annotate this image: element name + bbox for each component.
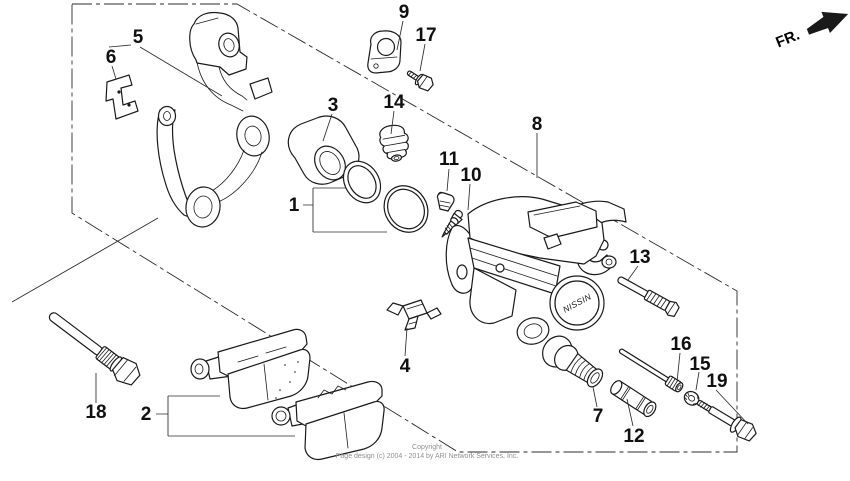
part-drawing-flange-bolt — [696, 400, 757, 442]
part-drawing-piston-boot — [379, 124, 409, 162]
part-label-15[interactable]: 15 — [689, 354, 711, 375]
part-drawing-clamp-bolt — [406, 70, 434, 92]
part-label-11[interactable]: 11 — [439, 149, 460, 170]
part-label-8[interactable]: 8 — [532, 114, 543, 135]
part-label-12[interactable]: 12 — [623, 426, 644, 447]
part-drawing-piston — [287, 115, 360, 185]
part-label-14[interactable]: 14 — [383, 92, 405, 113]
part-label-7[interactable]: 7 — [593, 406, 604, 427]
leader-lines — [95, 20, 749, 437]
part-drawing-sleeve — [610, 380, 657, 418]
part-label-17[interactable]: 17 — [415, 25, 436, 46]
part-label-5[interactable]: 5 — [133, 27, 144, 48]
part-drawing-pin-bolt-upper — [617, 276, 680, 317]
part-label-13[interactable]: 13 — [629, 247, 650, 268]
part-drawing-brake-pads — [190, 328, 385, 461]
part-drawing-pad-retainer — [105, 74, 139, 120]
part-drawing-caliper-body: NISSIN — [445, 196, 627, 345]
part-drawing-seal-set — [342, 160, 429, 233]
part-label-16[interactable]: 16 — [670, 334, 691, 355]
part-label-9[interactable]: 9 — [399, 2, 410, 23]
part-label-2[interactable]: 2 — [141, 404, 152, 425]
copyright-line1: Copyright — [412, 444, 442, 451]
part-drawing-pin-boot — [542, 335, 604, 388]
copyright-line2: Page design (c) 2004 - 2014 by ARI Netwo… — [336, 453, 519, 460]
part-label-18[interactable]: 18 — [85, 402, 106, 423]
part-drawing-mount-bracket — [156, 11, 273, 228]
fr-direction-indicator: FR. — [773, 11, 849, 51]
part-drawing-bleeder-cap — [436, 191, 455, 212]
part-drawing-hose-clamp — [367, 30, 402, 74]
fr-arrow-icon — [806, 11, 849, 35]
part-label-4[interactable]: 4 — [400, 356, 411, 377]
fr-label: FR. — [773, 26, 802, 51]
part-label-3[interactable]: 3 — [328, 95, 339, 116]
frame-outline — [11, 3, 738, 453]
part-label-19[interactable]: 19 — [706, 371, 727, 392]
part-drawing-pin-bolt-lower — [48, 312, 141, 386]
part-label-6[interactable]: 6 — [106, 47, 117, 68]
part-label-10[interactable]: 10 — [460, 165, 481, 186]
part-label-1[interactable]: 1 — [289, 195, 300, 216]
copyright-notice: Copyright Page design (c) 2004 - 2014 by… — [336, 444, 519, 460]
part-drawing-pad-spring — [386, 299, 442, 331]
part-drawing-bleeder-screw — [441, 209, 463, 238]
